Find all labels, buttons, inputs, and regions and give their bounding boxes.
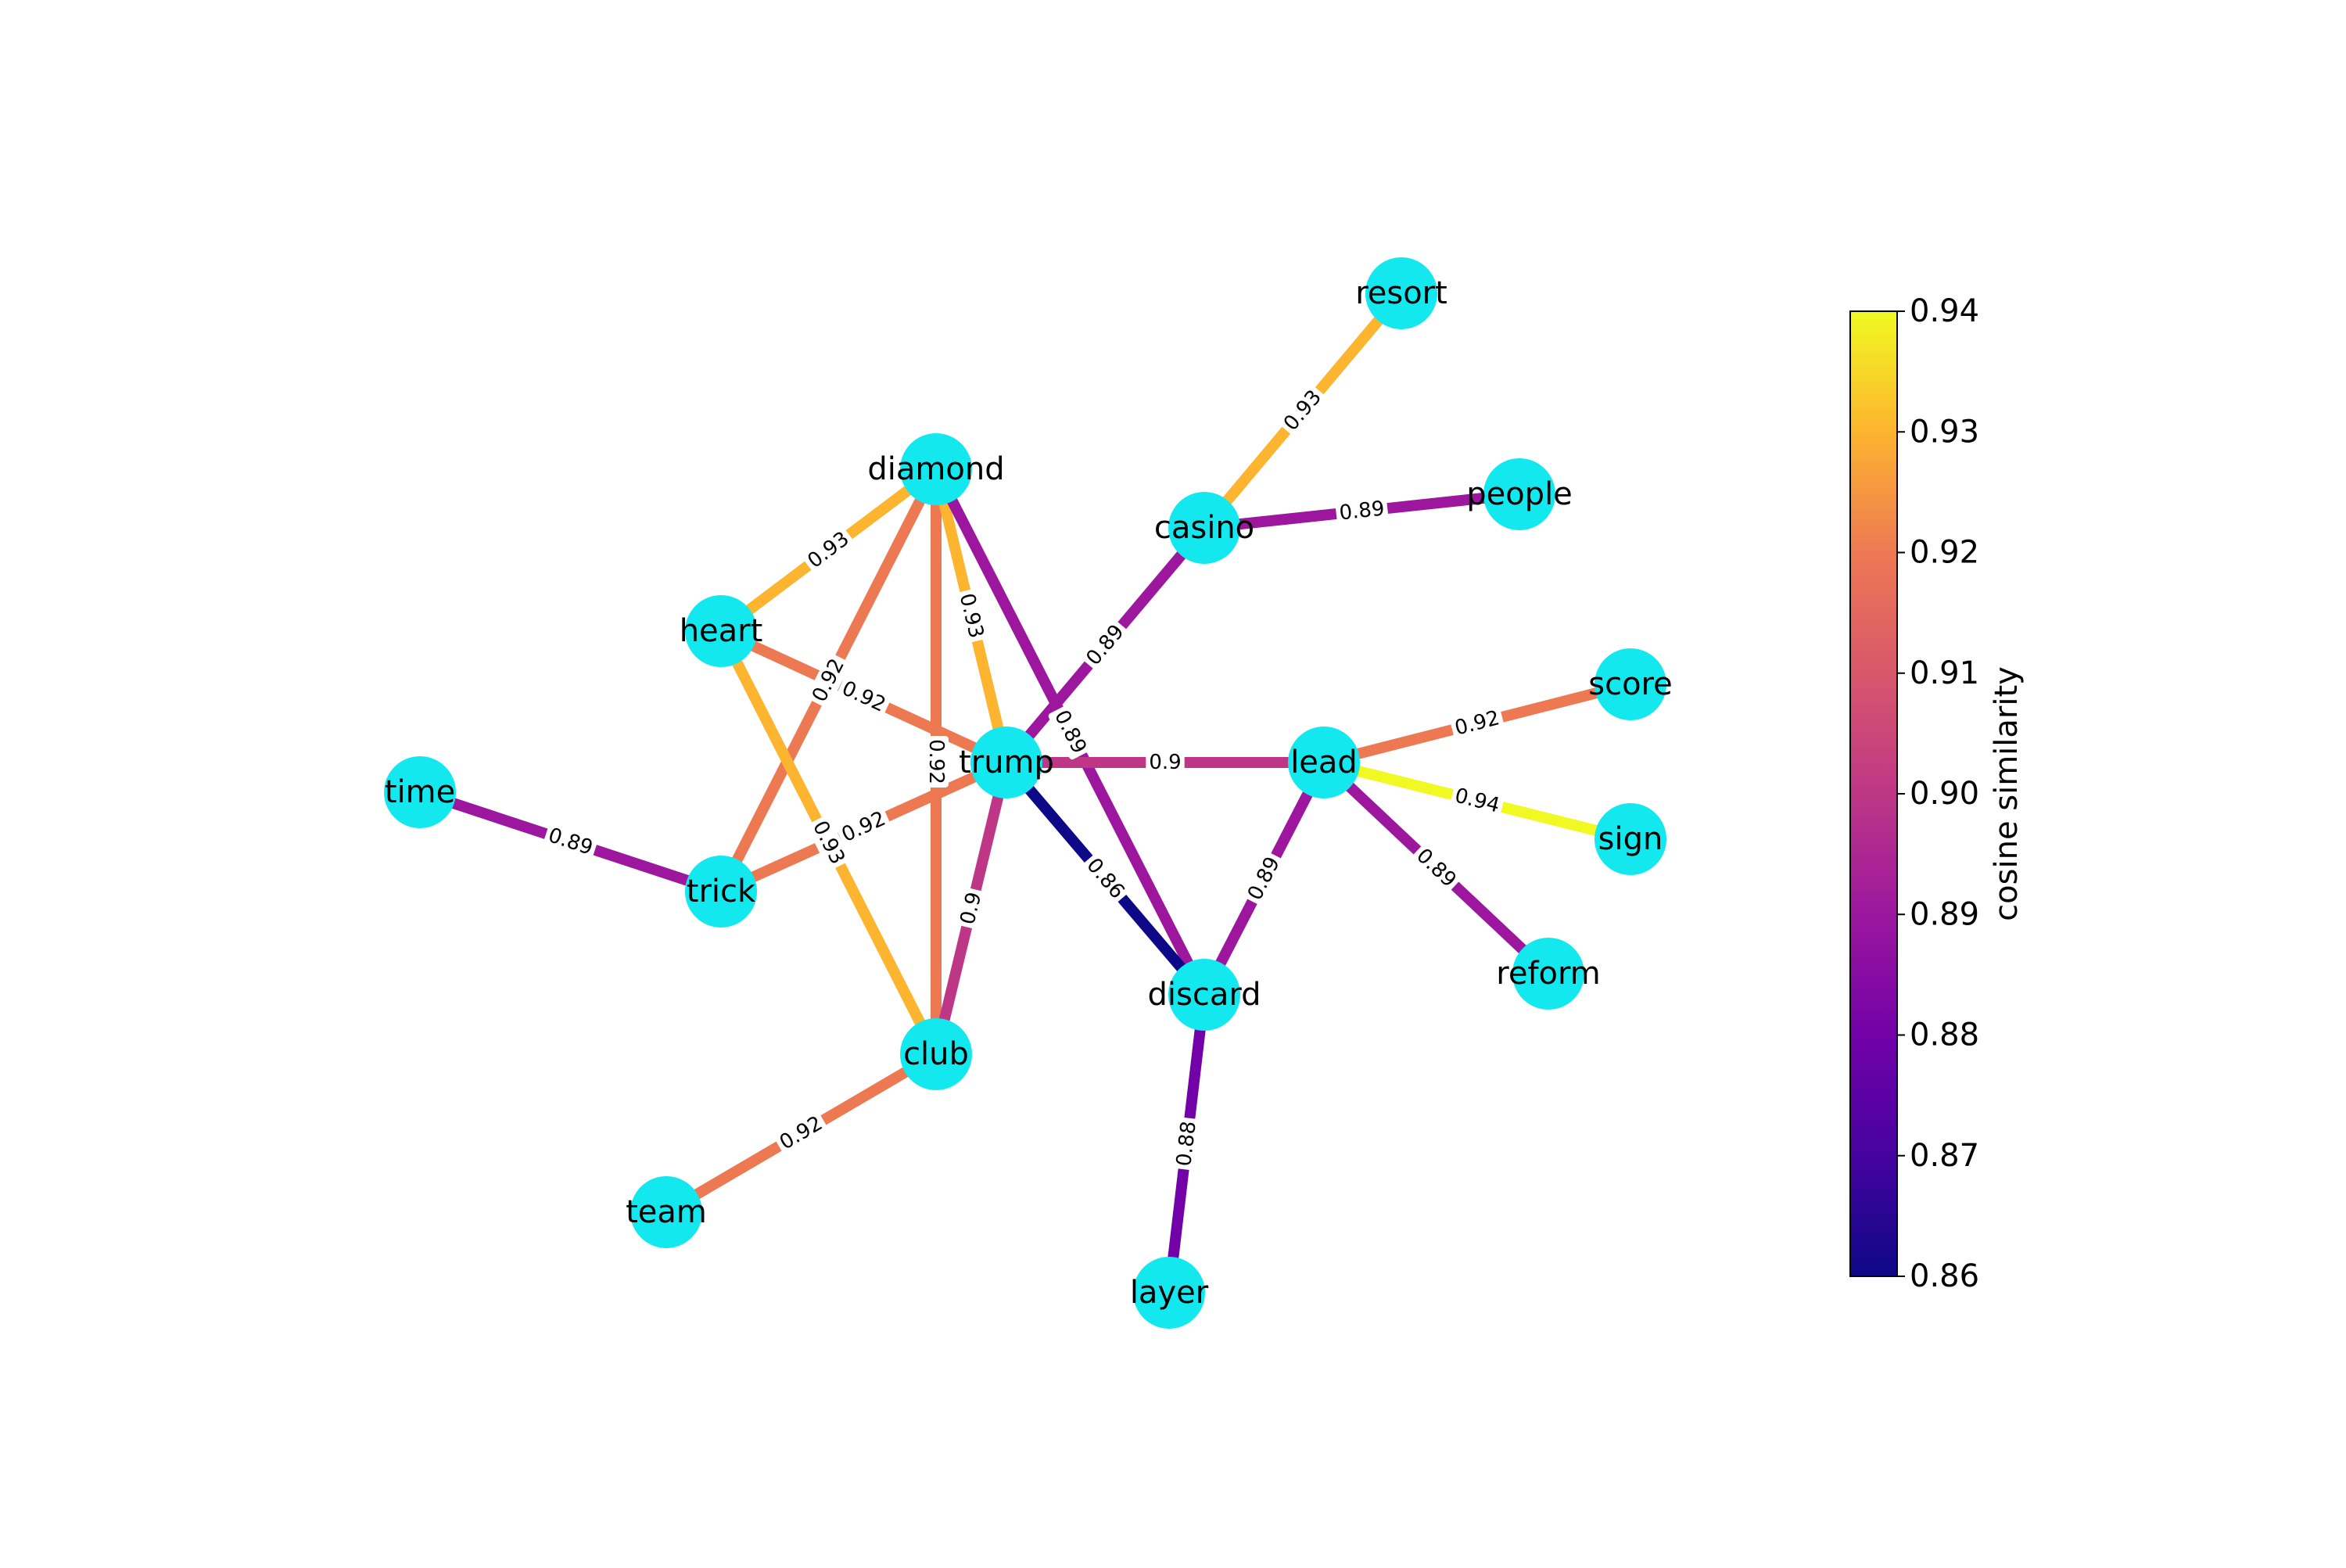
edge-label-background xyxy=(543,823,598,861)
node-label-trump: trump xyxy=(959,745,1054,780)
edge-label-background xyxy=(1450,783,1505,819)
edge-label-background xyxy=(1335,496,1389,526)
edge-label-trump-lead: 0.9 xyxy=(1146,750,1185,775)
colorbar-tick-label: 0.91 xyxy=(1910,655,1979,691)
node-layer xyxy=(1133,1257,1205,1329)
node-label-layer: layer xyxy=(1130,1275,1209,1311)
colorbar-gradient xyxy=(1849,310,1898,1277)
edge-weight-label: 0.92 xyxy=(1452,706,1502,740)
edge-label-lead-discard: 0.89 xyxy=(1242,851,1286,906)
node-resort xyxy=(1365,257,1437,329)
node-label-reform: reform xyxy=(1496,956,1600,992)
nodes-layer xyxy=(384,257,1666,1329)
colorbar-title: cosine similarity xyxy=(1989,666,2025,921)
colorbar-tick-label: 0.94 xyxy=(1910,293,1979,329)
edge-weight-label: 0.88 xyxy=(1172,1120,1201,1168)
edge-label-diamond-trump: 0.93 xyxy=(953,588,989,644)
colorbar-tick-label: 0.90 xyxy=(1910,776,1979,812)
edge-label-background xyxy=(836,675,891,719)
node-label-club: club xyxy=(903,1036,969,1072)
node-label-resort: resort xyxy=(1355,275,1447,311)
node-reform xyxy=(1512,938,1584,1010)
node-labels-layer: resort diamond people casino heart score time t… xyxy=(385,275,1673,1311)
edge-weight-label: 0.89 xyxy=(1049,706,1091,757)
edge-label-diamond-discard: 0.89 xyxy=(1048,704,1092,760)
node-label-sign: sign xyxy=(1598,821,1663,857)
node-heart xyxy=(685,595,757,667)
node-label-score: score xyxy=(1588,666,1672,702)
edge-weight-label: 0.92 xyxy=(924,739,948,784)
node-lead xyxy=(1288,727,1360,798)
node-label-discard: discard xyxy=(1148,977,1261,1013)
edge-label-background xyxy=(1080,619,1131,672)
edge-weight-label: 0.94 xyxy=(1452,784,1501,817)
node-discard xyxy=(1168,959,1240,1031)
node-trump xyxy=(970,727,1042,798)
node-casino xyxy=(1168,492,1240,564)
node-club xyxy=(900,1018,972,1090)
node-diamond xyxy=(900,433,972,505)
edge-label-background xyxy=(1146,750,1185,775)
colorbar-ticks: 0.86 0.87 0.88 0.89 0.90 0.91 0.92 0.93 0.94 xyxy=(1897,293,1979,1294)
edge-label-lead-score: 0.92 xyxy=(1449,705,1505,741)
node-trick xyxy=(685,856,757,928)
edge-label-heart-trump: 0.92 xyxy=(836,675,891,719)
node-label-people: people xyxy=(1466,476,1573,512)
node-label-heart: heart xyxy=(680,613,763,649)
node-score xyxy=(1594,648,1666,720)
edge-label-trump-club: 0.9 xyxy=(955,887,988,930)
edge-label-background xyxy=(1080,852,1131,906)
colorbar-tick-label: 0.88 xyxy=(1910,1017,1979,1053)
edge-label-club-team: 0.92 xyxy=(773,1111,829,1156)
edge-label-background xyxy=(924,736,949,788)
edge-label-background xyxy=(1242,851,1286,906)
node-label-trick: trick xyxy=(687,874,756,910)
edge-weight-label: 0.89 xyxy=(1243,853,1285,904)
edge-label-background xyxy=(1278,384,1328,437)
edge-label-background xyxy=(953,588,989,644)
node-team xyxy=(630,1176,702,1248)
edge-label-background xyxy=(773,1111,829,1156)
edge-label-casino-people: 0.89 xyxy=(1335,496,1389,526)
edge-label-background xyxy=(836,806,891,849)
edge-label-background xyxy=(955,887,988,930)
edge-weight-label: 0.9 xyxy=(956,890,987,927)
node-label-team: team xyxy=(626,1194,707,1230)
colorbar-tick-label: 0.92 xyxy=(1910,535,1979,571)
colorbar-tick-label: 0.89 xyxy=(1910,896,1979,932)
edge-label-trump-discard: 0.86 xyxy=(1080,852,1131,906)
node-label-time: time xyxy=(385,774,455,810)
colorbar-tick-label: 0.86 xyxy=(1910,1258,1979,1294)
node-time xyxy=(384,756,456,828)
edge-label-trick-trump: 0.92 xyxy=(836,806,891,849)
edge-label-background xyxy=(802,526,856,575)
edge-label-lead-sign: 0.94 xyxy=(1450,783,1505,819)
edge-label-background xyxy=(806,815,851,870)
node-label-lead: lead xyxy=(1290,745,1358,780)
edge-weight-label: 0.89 xyxy=(1338,497,1386,526)
edge-label-background xyxy=(1410,842,1462,894)
edge-label-discard-layer: 0.88 xyxy=(1171,1117,1202,1171)
edge-label-diamond-club: 0.92 xyxy=(924,736,949,788)
edge-label-time-trick: 0.89 xyxy=(543,823,598,861)
node-label-casino: casino xyxy=(1154,510,1254,546)
node-sign xyxy=(1594,803,1666,875)
node-label-diamond: diamond xyxy=(867,451,1004,487)
node-people xyxy=(1483,458,1555,530)
edge-label-background xyxy=(806,652,851,709)
edge-label-background xyxy=(1449,705,1505,741)
edge-weight-label: 0.92 xyxy=(838,807,889,847)
edge-label-background xyxy=(1048,704,1092,760)
colorbar-tick-label: 0.87 xyxy=(1910,1138,1979,1174)
edge-label-background xyxy=(1171,1117,1202,1171)
colorbar-tick-label: 0.93 xyxy=(1910,414,1979,450)
edge-weight-label: 0.93 xyxy=(955,591,988,640)
edge-weight-label: 0.92 xyxy=(838,676,889,716)
edge-weight-label: 0.9 xyxy=(1149,751,1181,774)
colorbar: 0.86 0.87 0.88 0.89 0.90 0.91 0.92 0.93 0.94 cos… xyxy=(1849,293,2025,1294)
